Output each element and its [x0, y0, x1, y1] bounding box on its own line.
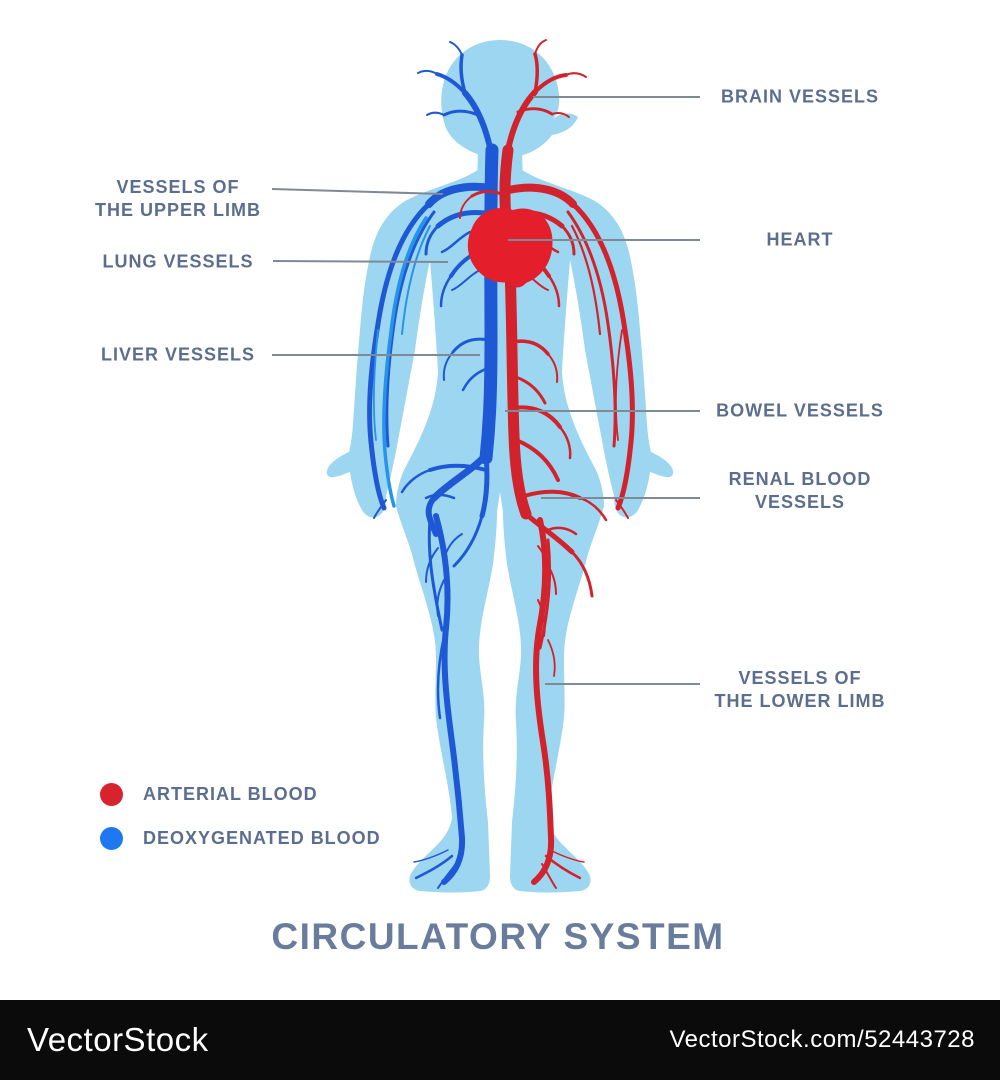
deoxygenated-blood-label: DEOXYGENATED BLOOD: [143, 827, 381, 848]
arterial-vessels: [459, 39, 635, 889]
label-renal-line1: RENAL BLOOD: [728, 469, 872, 489]
label-lung-vessels: LUNG VESSELS: [102, 251, 254, 272]
legend: ARTERIAL BLOOD DEOXYGENATED BLOOD: [100, 782, 381, 870]
label-liver-vessels: LIVER VESSELS: [100, 344, 256, 365]
label-bowel-vessels: BOWEL VESSELS: [716, 400, 884, 421]
leader-lines: [271, 96, 700, 685]
vectorstock-url: VectorStock.com/52443728: [669, 1026, 975, 1053]
torso-limbs-shape: [326, 170, 674, 893]
label-brain-vessels: BRAIN VESSELS: [720, 86, 880, 107]
label-upper-limb: VESSELS OF THE UPPER LIMB: [95, 176, 261, 222]
label-lower-limb-line2: THE LOWER LIMB: [714, 691, 886, 711]
label-renal-line2: VESSELS: [754, 492, 846, 512]
heart-shape: [467, 208, 553, 288]
deoxygenated-blood-dot: [100, 826, 123, 850]
legend-item-arterial: ARTERIAL BLOOD: [100, 782, 381, 806]
label-renal-vessels: RENAL BLOOD VESSELS: [729, 468, 872, 514]
arterial-blood-dot: [100, 782, 123, 806]
label-lower-limb-line1: VESSELS OF: [738, 668, 862, 688]
leader-line-upper-limb: [271, 188, 444, 195]
leader-line-lung-vessels: [272, 260, 449, 263]
page-title: CIRCULATORY SYSTEM: [271, 916, 725, 957]
label-upper-limb-line2: THE UPPER LIMB: [94, 200, 262, 220]
legend-item-deoxygenated: DEOXYGENATED BLOOD: [100, 826, 381, 850]
head-shape: [441, 40, 578, 157]
label-heart: HEART: [766, 229, 834, 250]
watermark-bar: VectorStock VectorStock.com/52443728: [0, 1000, 1000, 1080]
arterial-blood-label: ARTERIAL BLOOD: [143, 783, 318, 804]
venous-vessels: [367, 41, 499, 889]
body-silhouette: [326, 40, 674, 893]
label-lower-limb: VESSELS OF THE LOWER LIMB: [715, 667, 886, 713]
vectorstock-logo: VectorStock: [27, 1021, 209, 1058]
body-illustration: [271, 39, 700, 893]
label-upper-limb-line1: VESSELS OF: [116, 177, 240, 197]
